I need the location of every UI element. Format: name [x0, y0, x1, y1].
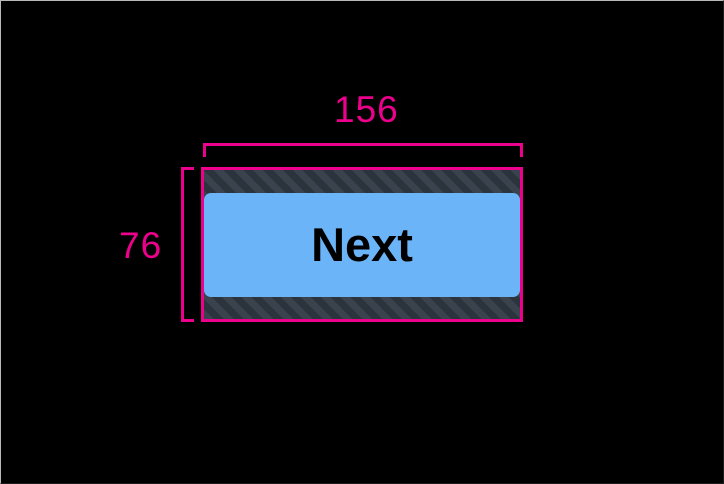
next-button-label: Next: [311, 218, 413, 271]
height-measurement-bracket: [181, 167, 194, 322]
element-bounding-box: [201, 167, 523, 322]
width-measurement-label: 156: [334, 89, 399, 130]
height-measurement-label: 76: [119, 225, 163, 266]
next-button[interactable]: Next: [204, 170, 520, 319]
next-button-face[interactable]: Next: [204, 192, 520, 297]
width-measurement-bracket: [203, 143, 523, 157]
